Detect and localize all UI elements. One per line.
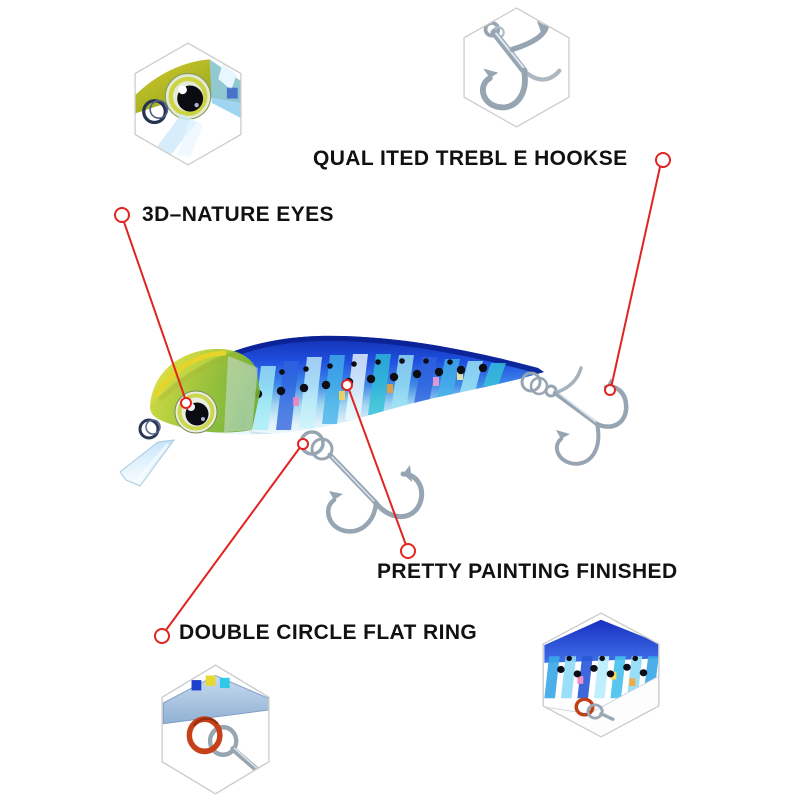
callout-dot-tail-hook <box>604 384 616 396</box>
inset-treble-hook-closeup <box>463 7 570 128</box>
callout-circle-flat-ring <box>154 628 170 644</box>
closeup-blue-back <box>544 619 659 663</box>
tail-treble-hook <box>544 366 629 466</box>
closeup-black-spots <box>557 655 648 678</box>
label-treble-hooks: QUAL ITED TREBL E HOOKSE <box>313 147 628 170</box>
callout-dot-eye <box>180 397 192 409</box>
lure-rainbow-glints <box>293 371 463 406</box>
callout-line-eyes <box>123 221 187 402</box>
inset-flat-ring-closeup <box>161 664 270 795</box>
lure-lip <box>119 439 176 487</box>
callout-line-flat-ring <box>165 445 302 631</box>
label-double-circle-flat-ring: DOUBLE CIRCLE FLAT RING <box>179 621 478 644</box>
closeup-nose-ring <box>142 99 169 125</box>
closeup-treble-hook <box>480 20 562 111</box>
closeup-lip <box>155 113 197 156</box>
label-pretty-painting: PRETTY PAINTING FINISHED <box>377 560 678 583</box>
closeup-ring <box>574 697 615 721</box>
callout-dot-belly-ring <box>297 438 309 450</box>
callout-circle-treble-hooks <box>655 152 671 168</box>
inset-body-paint-closeup <box>542 612 660 738</box>
belly-treble-hook <box>326 452 425 534</box>
closeup-scale-stripes <box>544 656 659 699</box>
nose-split-ring <box>138 418 161 440</box>
callout-dot-body <box>341 379 353 391</box>
lure-holographic-stripes <box>230 354 506 430</box>
inset-head-eye-closeup <box>134 42 242 166</box>
closeup-eye <box>164 73 212 120</box>
callout-line-painting <box>347 386 407 546</box>
callout-circle-eyes <box>114 207 130 223</box>
label-3d-nature-eyes: 3D–NATURE EYES <box>142 203 334 226</box>
callout-circle-painting <box>400 543 416 559</box>
callout-line-treble-hooks <box>610 166 661 389</box>
